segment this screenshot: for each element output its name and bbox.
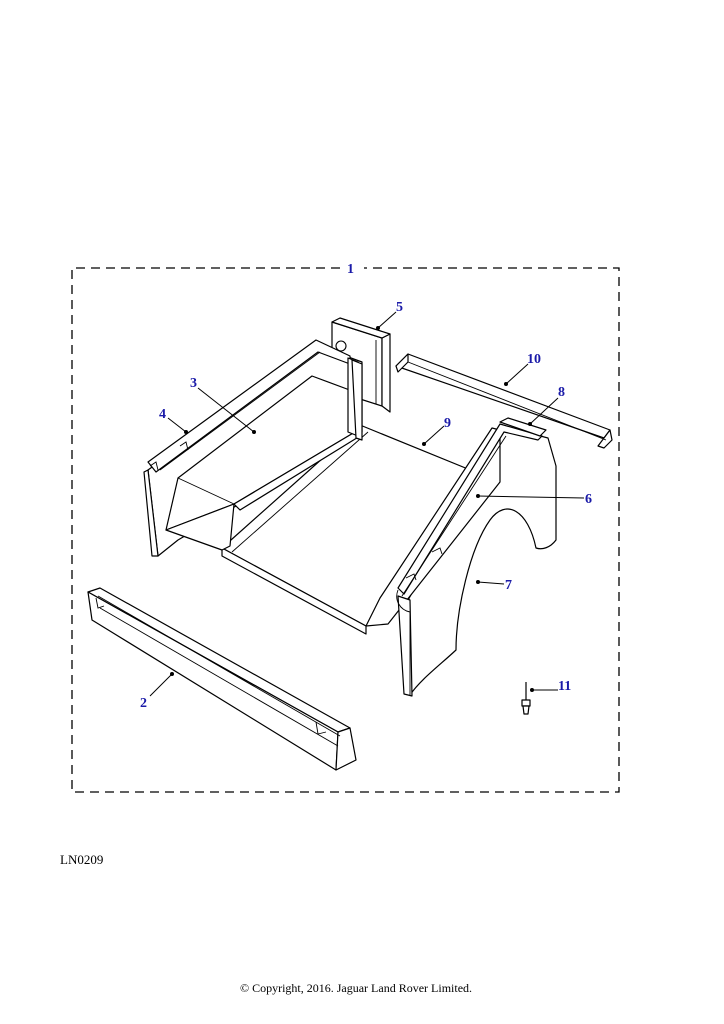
callout-5: 5 xyxy=(396,300,403,315)
callout-3: 3 xyxy=(190,376,197,391)
diagram-id-label: LN0209 xyxy=(60,852,104,867)
front-cross-member xyxy=(87,587,357,771)
tail-rail xyxy=(395,353,613,449)
callout-2: 2 xyxy=(140,696,147,711)
callout-6: 6 xyxy=(585,492,592,507)
callout-7: 7 xyxy=(505,578,512,593)
right-side-panel xyxy=(365,417,557,697)
rivet-fastener xyxy=(521,682,531,715)
callout-8: 8 xyxy=(558,385,565,400)
kit-boundary xyxy=(71,267,620,793)
callout-10: 10 xyxy=(527,352,541,367)
callout-labels: 1 2 3 4 5 6 7 8 9 10 11 xyxy=(140,262,592,711)
copyright-notice: © Copyright, 2016. Jaguar Land Rover Lim… xyxy=(239,981,473,995)
callout-1: 1 xyxy=(347,262,354,277)
callout-4: 4 xyxy=(159,407,166,422)
leader-lines xyxy=(149,311,585,697)
callout-11: 11 xyxy=(558,679,571,694)
callout-9: 9 xyxy=(444,416,451,431)
left-side-panel xyxy=(143,339,363,557)
